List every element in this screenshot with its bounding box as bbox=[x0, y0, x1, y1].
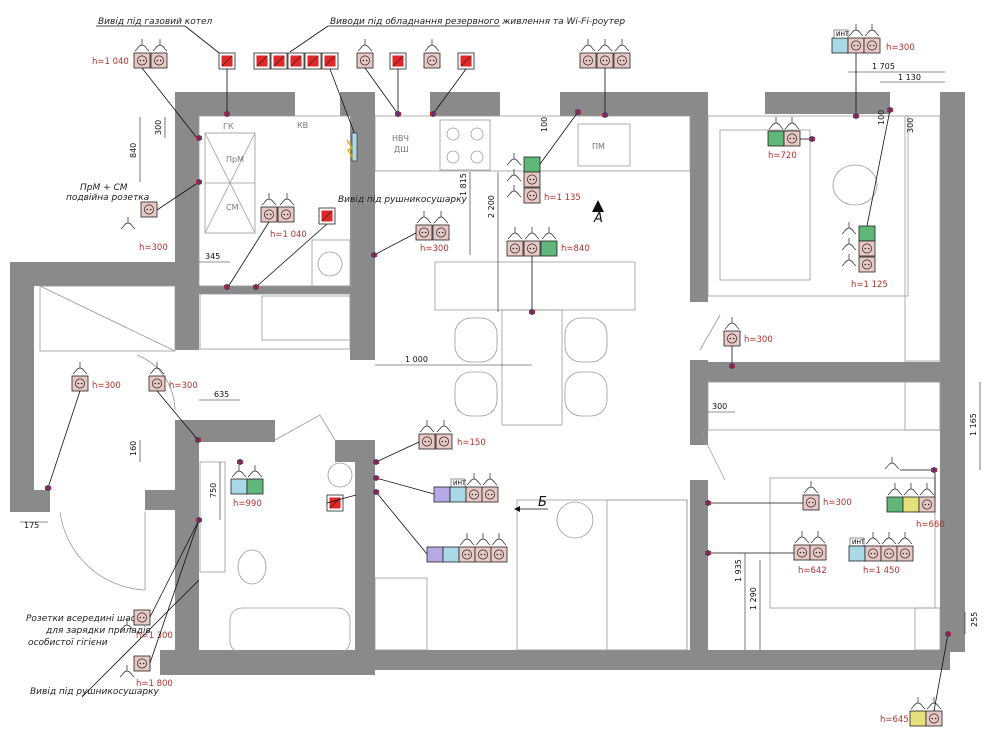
height-300f: h=300 bbox=[169, 381, 198, 391]
height-300b: h=300 bbox=[420, 244, 449, 254]
int-label-2: ИНТ bbox=[453, 480, 466, 487]
dim-345: 345 bbox=[205, 252, 220, 261]
int-label-3: ИНТ bbox=[852, 539, 865, 546]
dim-300c: 300 bbox=[712, 402, 727, 411]
height-645: h=645 bbox=[880, 715, 909, 725]
dim-100b: 100 bbox=[877, 110, 886, 125]
height-720: h=720 bbox=[768, 151, 797, 161]
note-washer-2: подвійна розетка bbox=[66, 193, 149, 203]
dim-1130: 1 130 bbox=[898, 73, 921, 82]
room-nvch: НВЧ bbox=[392, 134, 409, 143]
dim-100a: 100 bbox=[540, 117, 549, 132]
note-towel-dryer-1: Вивід під рушникосушарку bbox=[338, 195, 468, 205]
view-b-label: Б bbox=[538, 495, 547, 510]
room-gk: ГК bbox=[223, 122, 234, 131]
dim-840: 840 bbox=[129, 143, 138, 158]
note-gas-boiler: Вивід під газовий котел bbox=[98, 17, 213, 27]
height-300e: h=300 bbox=[92, 381, 121, 391]
dim-300b: 300 bbox=[906, 118, 915, 133]
notes: Вивід під газовий котел Виводи під облад… bbox=[26, 17, 625, 697]
dim-1935: 1 935 bbox=[734, 559, 743, 582]
dim-300a: 300 bbox=[154, 120, 163, 135]
height-642: h=642 bbox=[798, 566, 827, 576]
height-150: h=150 bbox=[457, 438, 486, 448]
height-840: h=840 bbox=[561, 244, 590, 254]
dim-2200: 2 200 bbox=[487, 195, 496, 218]
walls bbox=[10, 92, 965, 675]
wall-markers bbox=[45, 107, 951, 637]
height-300d: h=300 bbox=[744, 335, 773, 345]
note-cabinet-3: особистої гігієни bbox=[28, 638, 108, 648]
height-300g: h=300 bbox=[823, 498, 852, 508]
note-washer-1: ПрМ + СМ bbox=[80, 183, 128, 193]
room-pm: ПМ bbox=[592, 142, 605, 151]
dim-635: 635 bbox=[214, 390, 229, 399]
height-1040b: h=1 040 bbox=[270, 230, 307, 240]
sockets: h=1 040 h=300 h=1 040 h=300 h=1 135 bbox=[47, 23, 949, 727]
height-300a: h=300 bbox=[139, 243, 168, 253]
height-1800: h=1 800 bbox=[136, 679, 173, 689]
dim-1165: 1 165 bbox=[969, 413, 978, 436]
dim-1290: 1 290 bbox=[749, 587, 758, 610]
dim-1815: 1 815 bbox=[459, 173, 468, 196]
red-outputs bbox=[218, 52, 475, 512]
dim-255: 255 bbox=[970, 612, 979, 627]
height-660: h=660 bbox=[916, 520, 945, 530]
height-1040a: h=1 040 bbox=[92, 57, 129, 67]
dimensions: 1 705 1 130 300 840 100 300 1 815 2 200 … bbox=[20, 62, 981, 650]
room-dsh: ДШ bbox=[394, 145, 409, 154]
room-prm: ПрМ bbox=[226, 155, 244, 164]
furniture bbox=[39, 115, 941, 654]
view-a-label: А bbox=[593, 211, 603, 226]
note-backup-power: Виводи під обладнання резервного живленн… bbox=[330, 17, 625, 27]
height-300c: h=300 bbox=[886, 43, 915, 53]
room-sm: СМ bbox=[226, 203, 239, 212]
dim-1000: 1 000 bbox=[405, 355, 428, 364]
height-1125: h=1 125 bbox=[851, 280, 888, 290]
dim-160: 160 bbox=[129, 441, 138, 456]
height-1300: h=1 300 bbox=[136, 631, 173, 641]
dim-750: 750 bbox=[209, 483, 218, 498]
int-label-1: ИНТ bbox=[836, 31, 849, 38]
note-cabinet-1: Розетки всередині шафи bbox=[26, 614, 144, 624]
height-990: h=990 bbox=[233, 499, 262, 509]
room-labels: ГК КВ ПрМ СМ НВЧ ДШ ПМ А Б bbox=[223, 121, 605, 512]
note-towel-dryer-2: Вивід під рушникосушарку bbox=[30, 687, 160, 697]
dim-1705: 1 705 bbox=[872, 62, 895, 71]
dim-175: 175 bbox=[24, 521, 39, 530]
height-1135: h=1 135 bbox=[544, 193, 581, 203]
room-kv: КВ bbox=[297, 121, 308, 130]
height-1450: h=1 450 bbox=[863, 566, 900, 576]
note-cabinet-2: для зарядки приладів bbox=[45, 626, 151, 636]
